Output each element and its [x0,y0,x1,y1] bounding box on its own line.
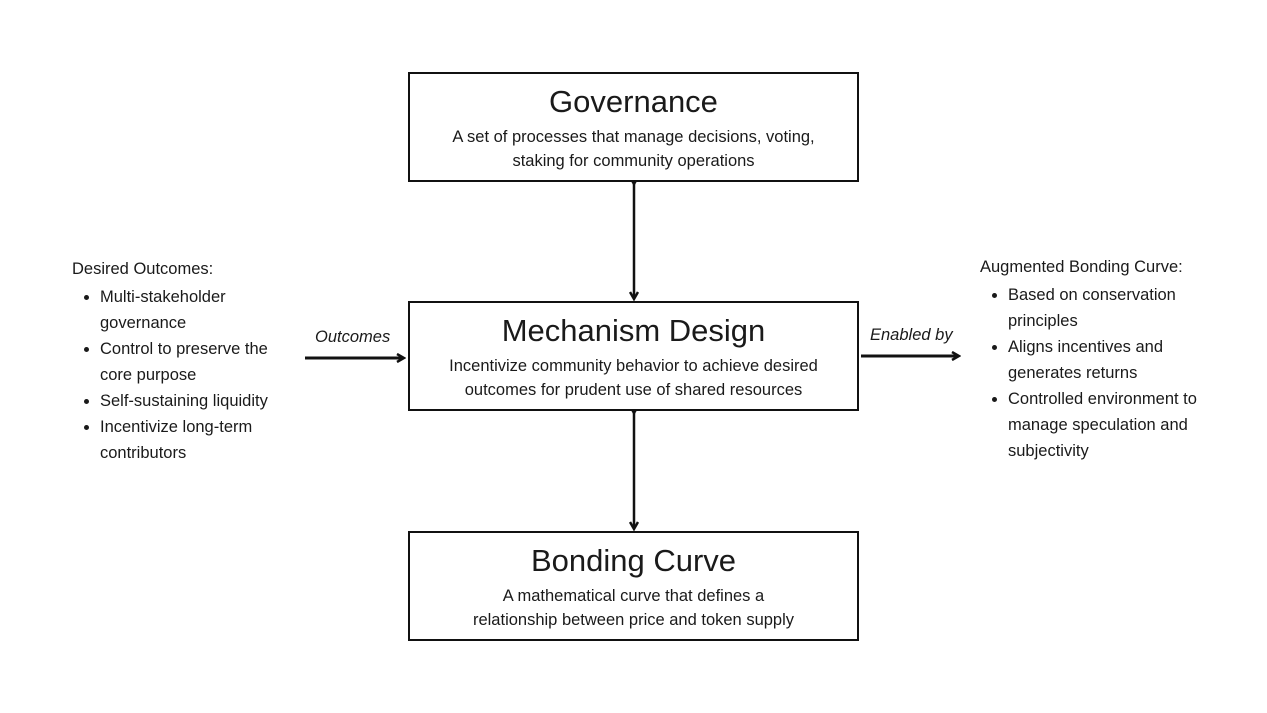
governance-description: A set of processes that manage decisions… [452,128,815,170]
abc-item: Controlled environment to manage specula… [1008,386,1210,464]
enabled-by-arrow-label: Enabled by [870,326,953,344]
desired-outcome-item: Multi-stakeholder governance [100,284,302,336]
bonding-curve-description: A mathematical curve that defines a rela… [472,587,795,629]
desired-outcome-item: Self-sustaining liquidity [100,388,302,414]
desired-outcomes-heading: Desired Outcomes: [72,260,214,278]
bonding-curve-box: Bonding Curve A mathematical curve that … [408,531,859,641]
bonding-curve-title: Bonding Curve [530,543,737,578]
mechanism-design-description: Incentivize community behavior to achiev… [449,357,818,399]
desired-outcomes-list: Desired Outcomes: Multi-stakeholder gove… [72,256,302,466]
mechanism-design-box: Mechanism Design Incentivize community b… [408,301,859,411]
augmented-bonding-curve-heading: Augmented Bonding Curve: [980,258,1183,276]
outcomes-arrow-label: Outcomes [315,328,391,346]
abc-item: Aligns incentives and generates returns [1008,334,1210,386]
desired-outcome-item: Control to preserve the core purpose [100,336,302,388]
desired-outcome-item: Incentivize long-term contributors [100,414,302,466]
governance-title: Governance [549,84,718,119]
mechanism-design-title: Mechanism Design [501,313,766,348]
augmented-bonding-curve-list: Augmented Bonding Curve: Based on conser… [980,254,1210,464]
abc-item: Based on conservation principles [1008,282,1210,334]
governance-box: Governance A set of processes that manag… [408,72,859,182]
